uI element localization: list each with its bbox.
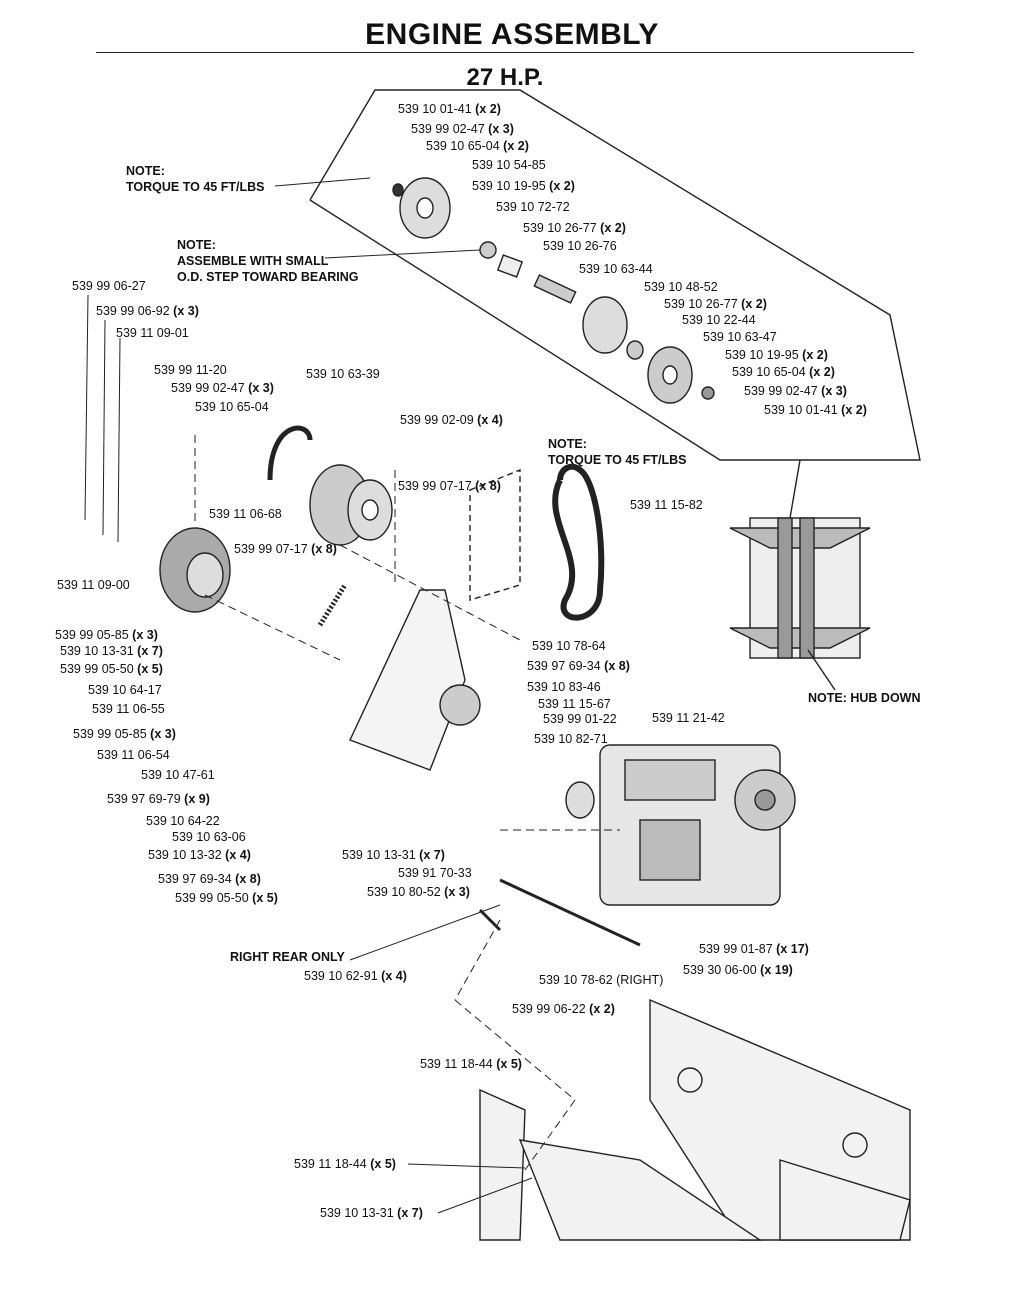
note-torque-mid: NOTE:TORQUE TO 45 FT/LBS — [548, 437, 687, 467]
part-label: 539 10 64-17 — [88, 683, 162, 697]
part-label: 539 99 02-09 (x 4) — [400, 413, 503, 427]
part-label: 539 99 01-87 (x 17) — [699, 942, 809, 956]
part-label: 539 10 47-61 — [141, 768, 215, 782]
part-label: 539 10 82-71 — [534, 732, 608, 746]
part-label: 539 10 80-52 (x 3) — [367, 885, 470, 899]
part-label: 539 10 78-62 (RIGHT) — [539, 973, 664, 987]
part-label: 539 10 22-44 — [682, 313, 756, 327]
part-label: 539 10 19-95 (x 2) — [725, 348, 828, 362]
part-label: 539 99 07-17 (x 8) — [234, 542, 337, 556]
part-label: 539 10 01-41 (x 2) — [398, 102, 501, 116]
part-label: 539 99 05-85 (x 3) — [73, 727, 176, 741]
part-label: 539 99 05-85 (x 3) — [55, 628, 158, 642]
page-title: ENGINE ASSEMBLY — [365, 18, 659, 51]
part-label: 539 10 65-04 — [195, 400, 269, 414]
part-label: 539 99 07-17 (x 8) — [398, 479, 501, 493]
part-label: 539 10 26-76 — [543, 239, 617, 253]
part-label: 539 10 26-77 (x 2) — [523, 221, 626, 235]
chassis-frame — [479, 998, 911, 1241]
title-rule — [96, 52, 914, 53]
part-label: 539 11 06-55 — [92, 702, 165, 716]
part-label: 539 11 06-54 — [97, 748, 170, 762]
part-label: 539 99 02-47 (x 3) — [171, 381, 274, 395]
part-label: 539 30 06-00 (x 19) — [683, 963, 793, 977]
part-label: 539 10 63-06 — [172, 830, 246, 844]
part-label: 539 10 01-41 (x 2) — [764, 403, 867, 417]
note-right-rear: RIGHT REAR ONLY — [230, 950, 345, 964]
belt-large — [552, 463, 605, 621]
part-label: 539 10 65-04 (x 2) — [732, 365, 835, 379]
part-label: 539 10 62-91 (x 4) — [304, 969, 407, 983]
part-label: 539 10 26-77 (x 2) — [664, 297, 767, 311]
part-label: 539 91 70-33 — [398, 866, 472, 880]
part-label: 539 10 54-85 — [472, 158, 546, 172]
part-label: 539 11 06-68 — [209, 507, 282, 521]
part-label: 539 10 83-46 — [527, 680, 601, 694]
part-label: 539 11 09-00 — [57, 578, 130, 592]
part-label: 539 10 64-22 — [146, 814, 220, 828]
engine-block — [565, 744, 796, 906]
part-label: 539 10 63-39 — [306, 367, 380, 381]
part-label: 539 10 65-04 (x 2) — [426, 139, 529, 153]
part-label: 539 11 21-42 — [652, 711, 725, 725]
part-label: 539 11 09-01 — [116, 326, 189, 340]
part-label: 539 11 18-44 (x 5) — [420, 1057, 522, 1071]
part-label: 539 11 15-82 — [630, 498, 703, 512]
part-label: 539 99 02-47 (x 3) — [411, 122, 514, 136]
part-label: 539 99 11-20 — [154, 363, 227, 377]
part-label: 539 10 13-31 (x 7) — [342, 848, 445, 862]
part-label: 539 99 05-50 (x 5) — [175, 891, 278, 905]
part-label: 539 97 69-79 (x 9) — [107, 792, 210, 806]
part-label: 539 10 13-32 (x 4) — [148, 848, 251, 862]
part-label: 539 99 01-22 — [543, 712, 617, 726]
inset-outline — [309, 89, 921, 461]
part-label: 539 10 13-31 (x 7) — [60, 644, 163, 658]
part-label: 539 99 06-27 — [72, 279, 146, 293]
part-label: 539 10 19-95 (x 2) — [472, 179, 575, 193]
part-label: 539 10 13-31 (x 7) — [320, 1206, 423, 1220]
part-label: 539 99 05-50 (x 5) — [60, 662, 163, 676]
note-torque-top: NOTE:TORQUE TO 45 FT/LBS — [126, 164, 265, 194]
part-label: 539 99 06-22 (x 2) — [512, 1002, 615, 1016]
page-subtitle: 27 H.P. — [466, 64, 544, 91]
part-label: 539 11 18-44 (x 5) — [294, 1157, 396, 1171]
part-label: 539 99 06-92 (x 3) — [96, 304, 199, 318]
part-label: 539 10 48-52 — [644, 280, 718, 294]
part-label: 539 97 69-34 (x 8) — [527, 659, 630, 673]
part-label: 539 10 63-47 — [703, 330, 777, 344]
part-label: 539 97 69-34 (x 8) — [158, 872, 261, 886]
part-label: 539 11 15-67 — [538, 697, 611, 711]
belt-small — [267, 425, 313, 481]
note-hub-down: NOTE: HUB DOWN — [808, 691, 921, 705]
part-label: 539 10 63-44 — [579, 262, 653, 276]
part-label: 539 10 72-72 — [496, 200, 570, 214]
hub-inset — [729, 517, 871, 691]
part-label: 539 99 02-47 (x 3) — [744, 384, 847, 398]
part-label: 539 10 78-64 — [532, 639, 606, 653]
